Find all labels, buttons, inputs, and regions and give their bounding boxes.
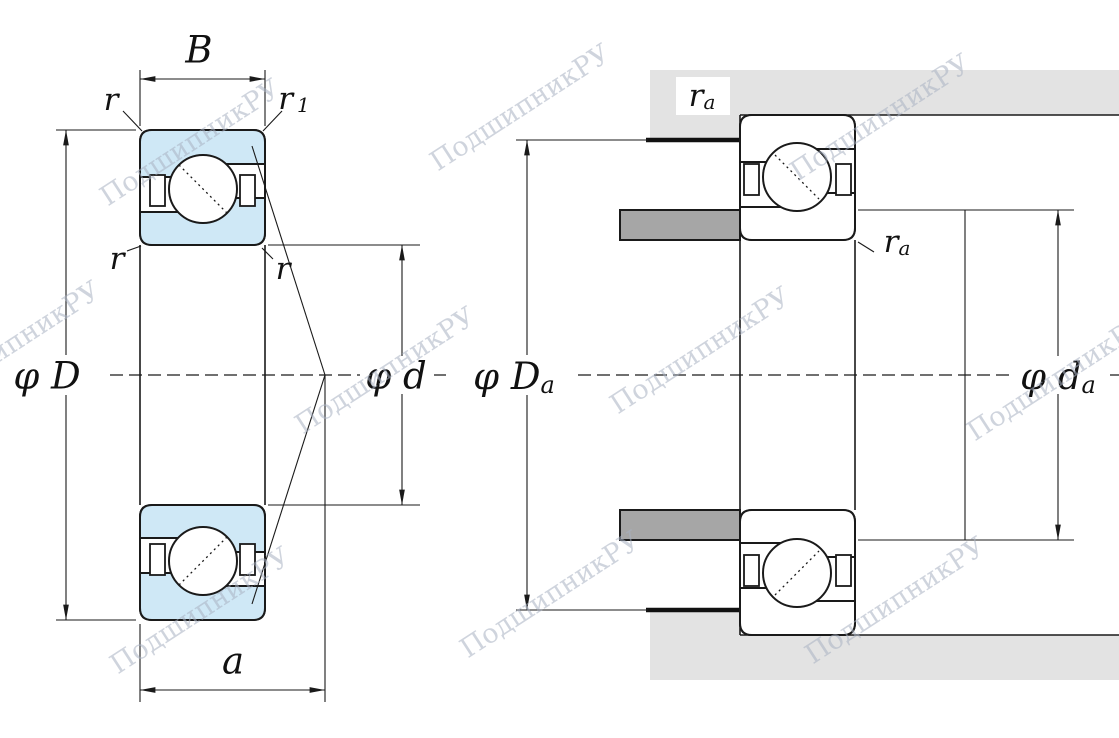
fillet-top-left-label: r <box>104 82 121 118</box>
r1-leader <box>262 110 283 132</box>
Da-label-background <box>466 355 564 395</box>
fillet-bore-left-label: r <box>110 241 127 277</box>
shaft-abutment-diameter-label: φ da <box>1020 355 1096 400</box>
r-top-left-leader <box>122 110 143 132</box>
da-label-background <box>1012 356 1108 394</box>
housing-block-bottom <box>650 610 1119 680</box>
width-label: B <box>184 29 212 72</box>
watermark-text: ПодшипникРУ <box>425 38 617 178</box>
outer-diameter-label: φ D <box>13 355 80 398</box>
contact-line-upper <box>251 145 326 376</box>
mounting-figure: φ Da φ da ra ra <box>466 70 1119 680</box>
housing-fillet-label: ra <box>689 78 716 114</box>
watermark-text: ПодшипникРУ <box>605 281 797 421</box>
r-bore-right-leader <box>261 247 274 260</box>
d-label-background <box>360 356 434 394</box>
housing-abutment-diameter-label: φ Da <box>473 355 555 400</box>
bearing-lower-half <box>739 509 856 636</box>
pressure-center-offset-label: a <box>222 640 244 683</box>
contact-line-lower <box>251 374 326 605</box>
D-label-background <box>16 355 80 395</box>
bore-diameter-label: φ d <box>365 355 426 398</box>
housing-block-top <box>650 70 1119 140</box>
shaft-shoulder-bottom <box>619 509 741 541</box>
ra-top-label-background <box>676 77 730 115</box>
shaft-shoulder-top <box>619 209 741 241</box>
watermark-text: ПодшипникРУ <box>455 525 647 665</box>
r-bore-left-leader <box>126 245 142 252</box>
watermark-text: ПодшипникРУ <box>290 301 482 441</box>
shaft-fillet-label: ra <box>884 224 911 260</box>
fillet-bore-right-label: r <box>276 251 293 287</box>
ra-mid-leader-line <box>857 241 875 253</box>
